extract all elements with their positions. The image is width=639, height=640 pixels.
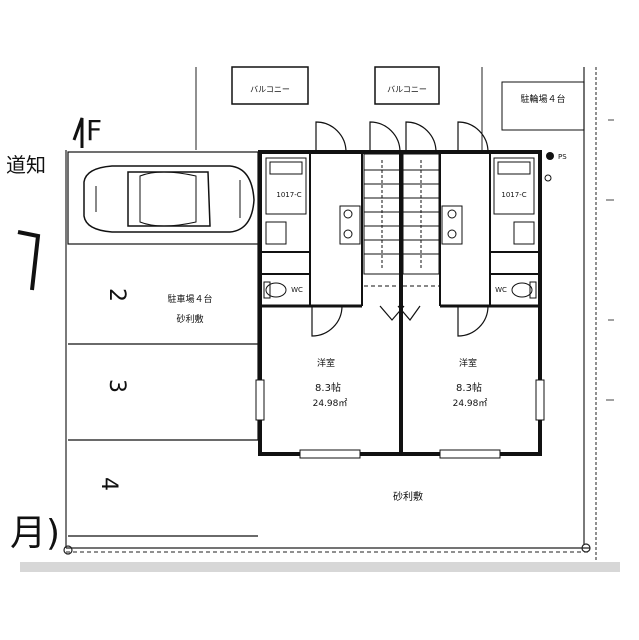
unit-right-area: 24.98㎡ <box>453 398 488 409</box>
meter-label: PS <box>558 153 567 161</box>
toilet-right: WC <box>495 281 537 299</box>
unit-bath-right-label: 1017-C <box>501 191 526 199</box>
room-door-arcs <box>311 305 489 337</box>
car-icon <box>83 165 255 233</box>
staircase-left <box>363 153 401 275</box>
entrance-door-arcs <box>315 121 489 153</box>
unit-bath-right: 1017-C <box>493 157 535 215</box>
kitchen-right <box>441 205 463 245</box>
yard-surface: 砂利敷 <box>393 490 423 503</box>
balcony-right: バルコニー <box>374 66 440 105</box>
edge-text-bottom: 月) <box>10 513 60 554</box>
scan-bottom-noise <box>20 562 620 572</box>
unit-left-size: 8.3帖 <box>315 381 341 394</box>
edge-mark <box>17 230 41 291</box>
parking-space-2: 2 <box>104 288 129 302</box>
meter-box: PS <box>544 152 567 182</box>
unit-bath-left: 1017-C <box>265 157 307 215</box>
kitchen-left <box>339 205 361 245</box>
balcony-left-label: バルコニー <box>250 85 290 94</box>
unit-bath-left-label: 1017-C <box>276 191 301 199</box>
balcony-right-label: バルコニー <box>387 85 427 94</box>
parking-surface: 砂利敷 <box>176 313 203 325</box>
toilet-left-label: WC <box>291 286 303 294</box>
unit-left-area: 24.98㎡ <box>313 398 348 409</box>
parking-space-3: 3 <box>104 379 129 393</box>
bicycle-parking-label: 駐輪場４台 <box>520 93 565 105</box>
building <box>258 150 542 456</box>
floor-letter: F <box>86 114 102 147</box>
parking-title: 駐車場４台 <box>167 293 212 305</box>
site-frame <box>63 67 597 560</box>
bicycle-parking: 駐輪場４台 <box>501 81 585 131</box>
parking-space-4: 4 <box>96 477 121 491</box>
washbasin-right <box>513 221 535 245</box>
edge-text-top: 道知 <box>6 153 46 177</box>
balcony-left: バルコニー <box>231 66 309 105</box>
windows <box>255 379 545 459</box>
unit-left-room: 洋室 <box>317 357 335 369</box>
unit-right-size: 8.3帖 <box>456 381 482 394</box>
staircase-right <box>402 153 440 275</box>
toilet-left: WC <box>263 281 303 299</box>
unit-right-room: 洋室 <box>459 357 477 369</box>
floor-label: F <box>72 114 102 148</box>
right-edge-marks <box>606 119 614 401</box>
washbasin-left <box>265 221 287 245</box>
toilet-right-label: WC <box>495 286 507 294</box>
